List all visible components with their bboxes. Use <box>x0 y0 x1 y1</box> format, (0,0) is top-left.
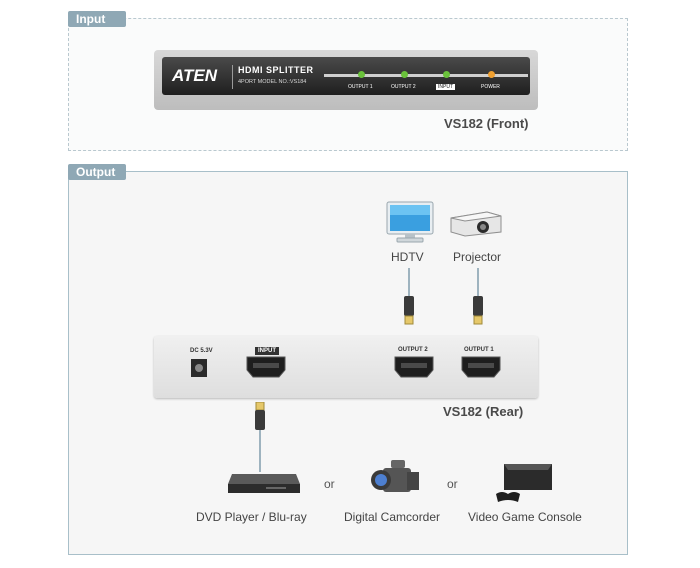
hdmi-plug-projector-icon <box>473 296 483 325</box>
front-caption: VS182 (Front) <box>444 116 529 131</box>
front-device: ATEN HDMI SPLITTER 4PORT MODEL NO.:VS184… <box>154 50 538 110</box>
game-console-label: Video Game Console <box>468 510 582 524</box>
dvd-player-label: DVD Player / Blu-ray <box>196 510 307 524</box>
or-separator-2: or <box>447 477 458 491</box>
input-section-tag: Input <box>68 11 126 27</box>
dvd-player-icon <box>228 474 300 493</box>
power-jack-icon <box>191 359 207 377</box>
cable-projector <box>477 268 479 298</box>
led-input <box>443 71 450 78</box>
camcorder-icon <box>371 460 419 492</box>
projector-icon <box>450 211 502 237</box>
hdtv-label: HDTV <box>391 250 424 264</box>
product-subtitle: 4PORT MODEL NO.:VS184 <box>238 79 307 85</box>
led-output1 <box>358 71 365 78</box>
game-console-icon <box>496 464 552 502</box>
cable-source <box>259 430 261 472</box>
rear-caption: VS182 (Rear) <box>443 404 524 419</box>
cable-hdtv <box>408 268 410 298</box>
input-port-label: INPUT <box>255 347 279 355</box>
led-output2 <box>401 71 408 78</box>
led-label-input: INPUT <box>436 84 455 90</box>
hdmi-plug-source-icon <box>255 402 265 430</box>
led-label-output2: OUTPUT 2 <box>391 84 416 90</box>
led-rail <box>324 74 528 77</box>
led-power <box>488 71 495 78</box>
or-separator-1: or <box>324 477 335 491</box>
output-section-tag: Output <box>68 164 126 180</box>
hdmi-input-port-icon <box>246 356 286 378</box>
hdmi-plug-hdtv-icon <box>404 296 414 325</box>
product-title: HDMI SPLITTER <box>238 65 314 75</box>
front-divider <box>232 65 233 89</box>
hdmi-output1-port-icon <box>461 356 501 378</box>
led-label-output1: OUTPUT 1 <box>348 84 373 90</box>
projector-label: Projector <box>453 250 502 264</box>
camcorder-label: Digital Camcorder <box>344 510 441 524</box>
rear-device: DC 5.3V INPUT OUTPUT 2 OUTPUT 1 <box>154 336 538 398</box>
hdmi-output2-port-icon <box>394 356 434 378</box>
power-jack-label: DC 5.3V <box>190 348 213 354</box>
hdtv-icon <box>386 201 434 243</box>
output1-port-label: OUTPUT 1 <box>464 347 494 353</box>
aten-logo: ATEN <box>172 66 218 85</box>
output2-port-label: OUTPUT 2 <box>398 347 428 353</box>
front-panel: ATEN HDMI SPLITTER 4PORT MODEL NO.:VS184… <box>162 57 530 95</box>
led-label-power: POWER <box>481 84 500 90</box>
